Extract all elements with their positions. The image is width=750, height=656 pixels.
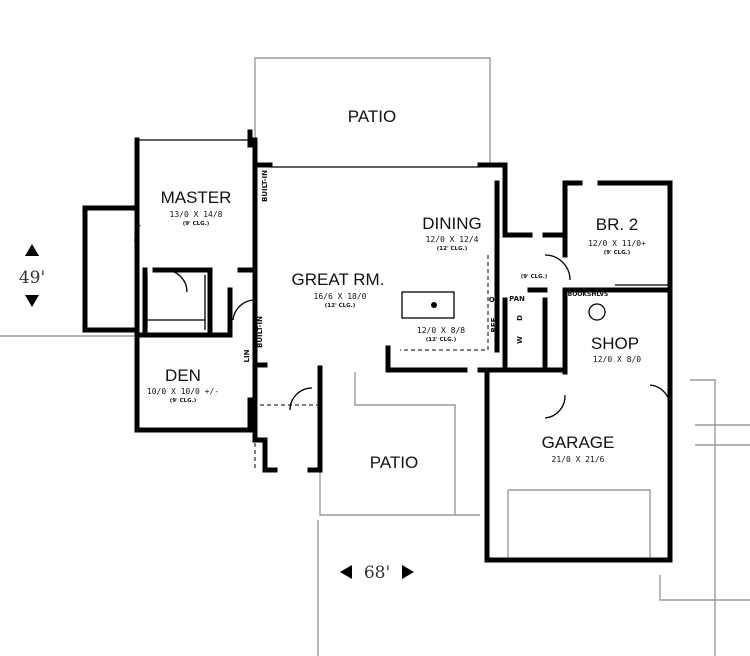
arrow-up-icon bbox=[25, 244, 39, 256]
dryer-label: D bbox=[516, 315, 524, 321]
great-room-ceiling: (12' CLG.) bbox=[325, 303, 356, 309]
patio-top-label: PATIO bbox=[348, 107, 397, 126]
width-dimension: 68' bbox=[340, 563, 414, 583]
br2-size: 12/0 X 11/0+ bbox=[588, 239, 646, 248]
br2-ceiling: (9' CLG.) bbox=[604, 250, 631, 256]
ref-label: REF bbox=[490, 317, 498, 332]
bookshelves-label: BOOKSHLVS bbox=[568, 291, 609, 298]
dining-label: DINING bbox=[422, 214, 482, 233]
dining-ceiling: (12' CLG.) bbox=[437, 246, 468, 252]
den-ceiling: (9' CLG.) bbox=[170, 398, 197, 404]
closet-shelving bbox=[146, 275, 206, 330]
den-label: DEN bbox=[165, 366, 201, 385]
shop-size: 12/0 X 8/0 bbox=[593, 355, 641, 364]
garage-size: 21/0 X 21/6 bbox=[552, 455, 605, 464]
hall-ceiling: (9' CLG.) bbox=[521, 274, 548, 280]
master-label: MASTER bbox=[161, 188, 232, 207]
great-room-label: GREAT RM. bbox=[292, 270, 385, 289]
dining-size: 12/0 X 12/4 bbox=[426, 235, 479, 244]
br2-label: BR. 2 bbox=[596, 215, 639, 234]
arrow-left-icon bbox=[340, 565, 352, 579]
depth-dimension: 49' bbox=[19, 244, 45, 307]
garage-label: GARAGE bbox=[542, 433, 615, 452]
shop-label: SHOP bbox=[591, 334, 639, 353]
pantry-label: PAN bbox=[509, 295, 525, 303]
kitchen-island bbox=[401, 291, 455, 319]
water-heater bbox=[588, 303, 606, 321]
built-in-top-label: BUILT-IN bbox=[261, 170, 269, 202]
kitchen-size: 12/0 X 8/8 bbox=[417, 326, 465, 335]
walls bbox=[82, 129, 673, 563]
doors bbox=[134, 224, 671, 560]
arrow-down-icon bbox=[25, 295, 39, 307]
linen-label: LIN bbox=[243, 349, 251, 362]
width-label: 68' bbox=[364, 563, 390, 583]
master-size: 13/0 X 14/8 bbox=[170, 210, 223, 219]
built-in-mid-label: BUILT-IN bbox=[256, 316, 264, 348]
den-size: 10/0 X 10/0 +/- bbox=[147, 387, 219, 396]
master-ceiling: (9' CLG.) bbox=[183, 221, 210, 227]
arrow-right-icon bbox=[402, 565, 414, 579]
washer-label: W bbox=[516, 336, 524, 344]
oven-label: O. bbox=[489, 296, 497, 304]
kitchen-ceiling: (12' CLG.) bbox=[426, 337, 457, 343]
great-room-size: 16/6 X 18/0 bbox=[314, 292, 367, 301]
patio-bottom-label: PATIO bbox=[370, 453, 419, 472]
depth-label: 49' bbox=[19, 268, 45, 288]
